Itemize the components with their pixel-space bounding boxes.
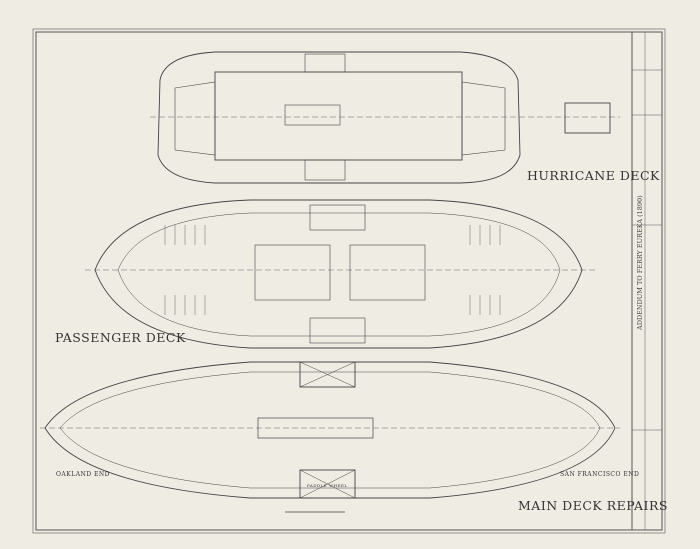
pilot-house-top (564, 102, 611, 134)
main-deck-label: MAIN DECK REPAIRS (518, 498, 668, 513)
sheet-outer-border (32, 28, 666, 534)
san-francisco-end-label: SAN FRANCISCO END (560, 471, 640, 478)
title-block-title: ADDENDUM TO FERRY EUREKA (1890) (636, 195, 644, 330)
sheet-border (35, 31, 663, 531)
passenger-deck-label: PASSENGER DECK (55, 330, 186, 345)
paddle-wheel-label: PADDLE WHEEL (307, 483, 348, 488)
main-deck-plan (40, 361, 620, 513)
oakland-end-label: OAKLAND END (56, 471, 110, 478)
hurricane-deck-label: HURRICANE DECK (527, 168, 660, 183)
hurricane-deck-plan (150, 51, 620, 184)
passenger-deck-plan (85, 199, 595, 349)
